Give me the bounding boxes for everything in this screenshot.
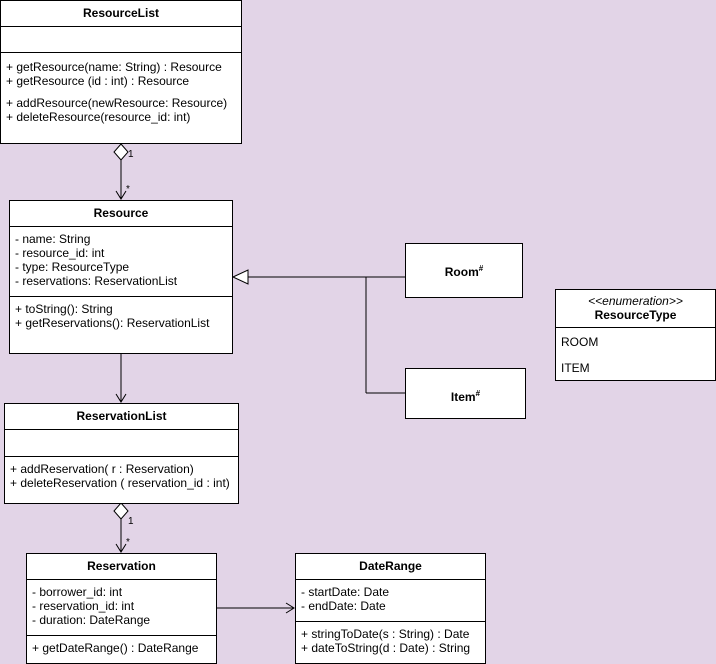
- aggregation-reservationlist-reservation: [113, 502, 129, 553]
- class-name: ResourceType: [594, 308, 677, 322]
- method: + stringToDate(s : String) : Date: [301, 627, 470, 641]
- class-name: Room#: [444, 264, 484, 279]
- attribute: - borrower_id: int: [32, 585, 123, 599]
- method: + getReservations(): ReservationList: [15, 316, 210, 330]
- methods-section: + getDateRange() : DateRange: [27, 636, 216, 658]
- stereotype: <<enumeration>>: [588, 294, 683, 308]
- association-reservation-daterange: [216, 602, 295, 614]
- class-name: ReservationList: [5, 404, 238, 430]
- attributes-section: - startDate: Date - endDate: Date: [296, 580, 485, 622]
- enum-header: <<enumeration>> ResourceType: [556, 290, 715, 328]
- method: + addReservation( r : Reservation): [10, 462, 194, 476]
- multiplicity-label: 1: [128, 149, 134, 160]
- attribute: - type: ResourceType: [15, 260, 130, 274]
- multiplicity-label: *: [126, 184, 130, 195]
- method: + getResource (id : int) : Resource: [6, 74, 190, 88]
- attributes-section: - name: String - resource_id: int - type…: [10, 227, 232, 297]
- attribute: - reservations: ReservationList: [15, 274, 178, 288]
- class-name: Resource: [10, 201, 232, 227]
- method: + getResource(name: String) : Resource: [6, 60, 222, 74]
- class-name: DateRange: [296, 554, 485, 580]
- class-daterange[interactable]: DateRange - startDate: Date - endDate: D…: [295, 553, 486, 664]
- method: + addResource(newResource: Resource): [6, 96, 228, 110]
- enum-value: ITEM: [561, 361, 590, 375]
- class-item[interactable]: Item#: [405, 368, 526, 419]
- class-resourcelist[interactable]: ResourceList + getResource(name: String)…: [0, 0, 242, 144]
- methods-section: + stringToDate(s : String) : Date + date…: [296, 622, 485, 658]
- class-name: ResourceList: [1, 1, 241, 27]
- class-reservationlist[interactable]: ReservationList + addReservation( r : Re…: [4, 403, 239, 504]
- enum-resourcetype[interactable]: <<enumeration>> ResourceType ROOM ITEM: [555, 289, 716, 381]
- attribute: - reservation_id: int: [32, 599, 135, 613]
- attributes-section: [5, 430, 238, 457]
- methods-section: + getResource(name: String) : Resource +…: [1, 53, 241, 127]
- method: + getDateRange() : DateRange: [32, 641, 199, 655]
- class-name: Item#: [450, 389, 481, 404]
- attribute: - startDate: Date: [301, 585, 390, 599]
- method: + toString(): String: [15, 302, 113, 316]
- method: + deleteReservation ( reservation_id : i…: [10, 476, 230, 490]
- multiplicity-label: *: [126, 537, 130, 548]
- multiplicity-label: 1: [128, 516, 134, 527]
- method: + dateToString(d : Date) : String: [301, 641, 471, 655]
- association-resource-reservationlist: [115, 353, 127, 403]
- attribute: - endDate: Date: [301, 599, 386, 613]
- methods-section: + addReservation( r : Reservation) + del…: [5, 457, 238, 493]
- enum-values: ROOM ITEM: [556, 328, 715, 380]
- attribute: - duration: DateRange: [32, 613, 151, 627]
- attribute: - name: String: [15, 232, 91, 246]
- attributes-section: - borrower_id: int - reservation_id: int…: [27, 580, 216, 636]
- enum-value: ROOM: [561, 335, 599, 349]
- attribute: - resource_id: int: [15, 246, 105, 260]
- class-room[interactable]: Room#: [405, 243, 523, 298]
- generalization-resource: [231, 269, 405, 394]
- method: + deleteResource(resource_id: int): [6, 110, 191, 124]
- class-name: Reservation: [27, 554, 216, 580]
- methods-section: + toString(): String + getReservations()…: [10, 297, 232, 333]
- attributes-section: [1, 27, 241, 53]
- class-reservation[interactable]: Reservation - borrower_id: int - reserva…: [26, 553, 217, 664]
- aggregation-resourcelist-resource: [113, 143, 129, 200]
- class-resource[interactable]: Resource - name: String - resource_id: i…: [9, 200, 233, 354]
